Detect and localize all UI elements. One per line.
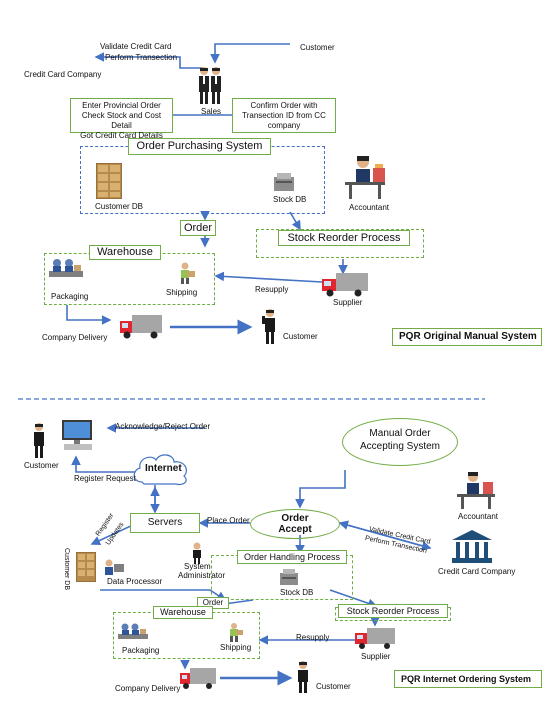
packaging-label-2: Packaging [122, 646, 160, 655]
order-accept-line1: Order [281, 513, 309, 524]
customer-to-sales-arrow [210, 43, 290, 64]
order-accept-ellipse: Order Accept [250, 509, 340, 539]
company-delivery-label-2: Company Delivery [115, 684, 181, 693]
internet-cloud-icon [133, 454, 187, 486]
data-processor-label: Data Processor [107, 577, 163, 586]
ohp-title: Order Handling Process [237, 550, 347, 564]
stock-db-icon-2 [280, 569, 298, 585]
warehouse-title-2: Warehouse [153, 606, 213, 619]
resupply-label-2: Resupply [296, 633, 330, 642]
manual-to-accept-arrow [295, 470, 346, 509]
register-request-label: Register Request [74, 474, 136, 483]
data-processor-icon [105, 559, 124, 575]
manual-order-line1: Manual Order [369, 428, 431, 439]
computer-icon [62, 420, 92, 450]
stock-db-label: Stock DB [273, 195, 307, 204]
confirm-line3: company [267, 121, 301, 130]
customer-person-icon [262, 309, 275, 344]
cc-company-label-2: Credit Card Company [438, 567, 516, 576]
confirm-line1: Confirm Order with [250, 101, 318, 110]
manual-system-box: PQR Original Manual System [392, 328, 542, 346]
internet-label: Internet [145, 463, 182, 474]
company-delivery-label: Company Delivery [42, 333, 108, 342]
manual-system-label: PQR Original Manual System [399, 331, 537, 342]
supplier-label: Supplier [333, 298, 363, 307]
internet-system-box: PQR Internet Ordering System [394, 670, 542, 688]
enter-line1: Enter Provincial Order [82, 101, 161, 110]
resupply-label: Resupply [255, 285, 289, 294]
shipping-icon [181, 262, 195, 284]
servers-db-arrow [90, 523, 136, 545]
stock-reorder-container [256, 229, 424, 258]
stock-db-icon [274, 173, 294, 191]
stock-reorder-title-2: Stock Reorder Process [338, 604, 448, 618]
place-order-label: Place Order [207, 516, 250, 525]
customer-person-icon-2 [34, 423, 44, 458]
customer-db-label: Customer DB [95, 202, 144, 211]
file-cabinet-icon-2 [76, 552, 96, 582]
customer-label: Customer [300, 43, 335, 52]
accountant-icon-2 [457, 472, 495, 509]
supplier-truck-icon [322, 273, 368, 297]
customer-person-icon-3 [298, 661, 308, 693]
register-request-arrow [71, 455, 135, 473]
customer-label-2: Customer [283, 332, 318, 341]
delivery-truck-icon-2 [180, 668, 216, 689]
supplier-truck-icon-2 [355, 628, 395, 649]
order-box: Order [180, 220, 216, 236]
packaging-icon [49, 259, 83, 277]
manual-order-line2: Accepting System [359, 441, 441, 452]
enter-line3: Got Credit Card Details [80, 131, 163, 140]
shipping-icon-2 [230, 623, 243, 642]
supplier-to-warehouse-arrow [214, 271, 323, 283]
bank-icon [452, 530, 492, 563]
supplier-label-2: Supplier [361, 652, 391, 661]
customer-label-3: Customer [24, 461, 59, 470]
validate-line2: Perform Transection [105, 53, 178, 62]
enter-order-box: Enter Provincial Order Check Stock and C… [70, 98, 173, 140]
accountant-label: Accountant [349, 203, 390, 212]
sysadmin-line1: System [184, 562, 211, 571]
servers-box: Servers [130, 513, 200, 533]
warehouse-title: Warehouse [89, 245, 161, 260]
db-to-stock-arrow [100, 589, 227, 601]
ops-title: Order Purchasing System [128, 138, 271, 155]
sales-to-cc-arrow [94, 52, 203, 69]
ops-to-reorder-arrow [289, 211, 301, 231]
order-accept-line2: Accept [278, 524, 312, 535]
accountant-label-2: Accountant [458, 512, 499, 521]
internet-system-label: PQR Internet Ordering System [401, 674, 532, 684]
warehouse-to-delivery-arrow [66, 305, 112, 325]
confirm-order-box: Confirm Order with Transection ID from C… [232, 98, 336, 133]
stock-reorder-title: Stock Reorder Process [278, 230, 410, 246]
accountant-icon [345, 156, 385, 199]
shipping-label-2: Shipping [220, 643, 252, 652]
manual-order-ellipse: Manual Order Accepting System [342, 418, 458, 466]
shipping-label: Shipping [166, 288, 198, 297]
confirm-line2: Transection ID from CC [242, 111, 326, 120]
system-admin-icon [193, 542, 201, 564]
stock-db-label-2: Stock DB [280, 588, 314, 597]
ohp-to-reorder-arrow [329, 589, 378, 608]
ack-label: Acknowledge/Reject Order [115, 422, 211, 431]
packaging-label: Packaging [51, 292, 89, 301]
validate-line1: Validate Credit Card [100, 42, 172, 51]
customer-db-label-2: Customer DB [63, 548, 70, 591]
sales-people-icon [199, 67, 221, 104]
customer-label-4: Customer [316, 682, 351, 691]
packaging-icon-2 [118, 623, 148, 639]
cc-company-label: Credit Card Company [24, 70, 102, 79]
sysadmin-line2: Administrator [178, 571, 226, 580]
sales-label: Sales [201, 107, 222, 116]
file-cabinet-icon [96, 163, 122, 199]
delivery-truck-icon [120, 315, 162, 339]
enter-line2: Check Stock and Cost Detail [81, 111, 162, 130]
